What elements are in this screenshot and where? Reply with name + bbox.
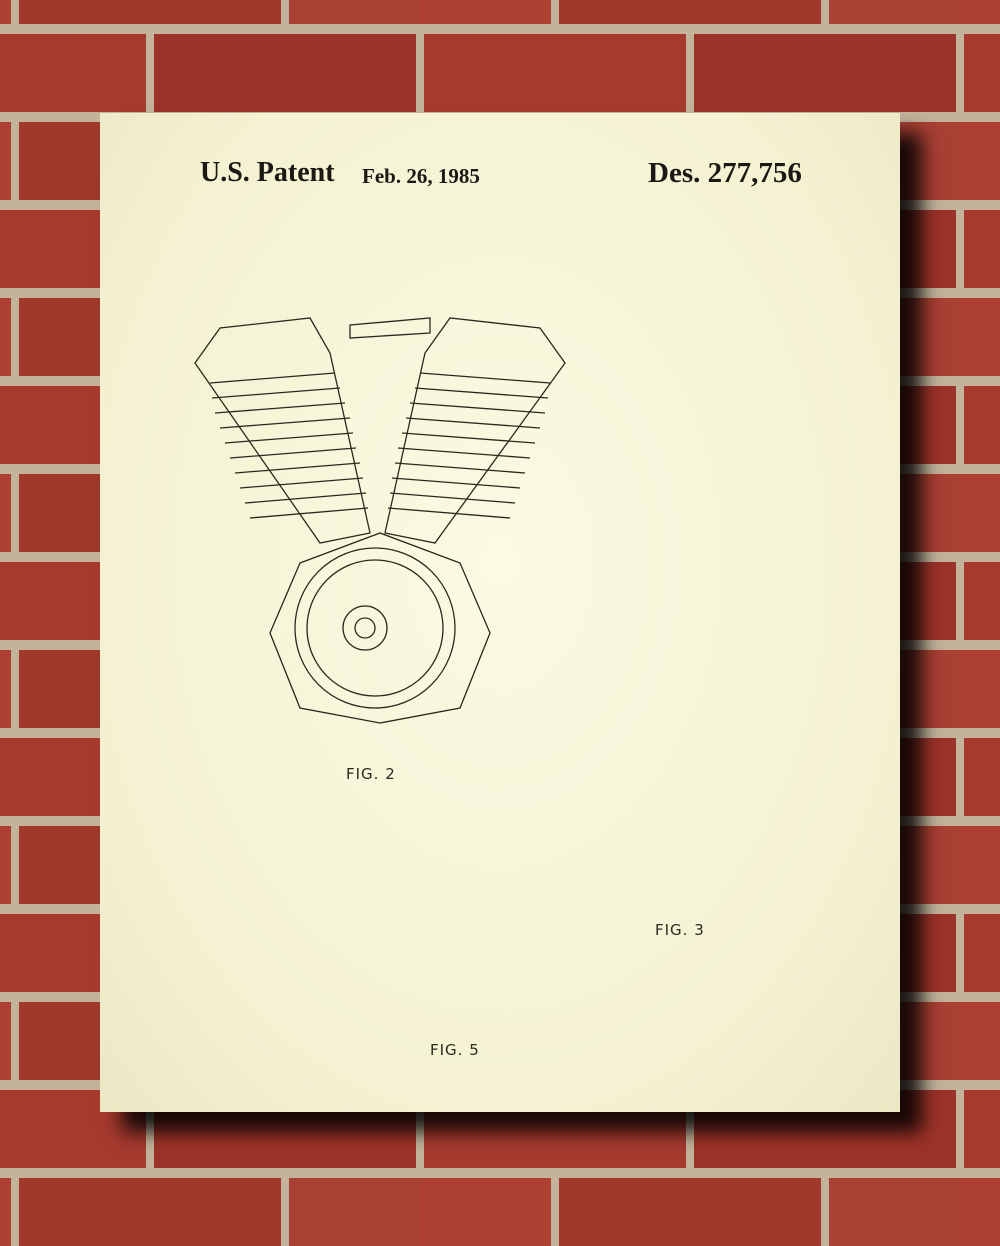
engine-drawings bbox=[194, 317, 566, 724]
fig2-vtwin-front-drawing bbox=[194, 317, 566, 724]
patent-title: U.S. Patent bbox=[200, 157, 335, 188]
patent-poster: U.S. Patent Feb. 26, 1985 Des. 277,756 bbox=[100, 113, 900, 1112]
patent-date: Feb. 26, 1985 bbox=[362, 164, 480, 188]
fig3-label: FIG. 3 bbox=[655, 921, 705, 939]
fig5-label: FIG. 5 bbox=[430, 1041, 480, 1059]
fig2-label: FIG. 2 bbox=[346, 765, 396, 783]
patent-number: Des. 277,756 bbox=[648, 157, 802, 189]
